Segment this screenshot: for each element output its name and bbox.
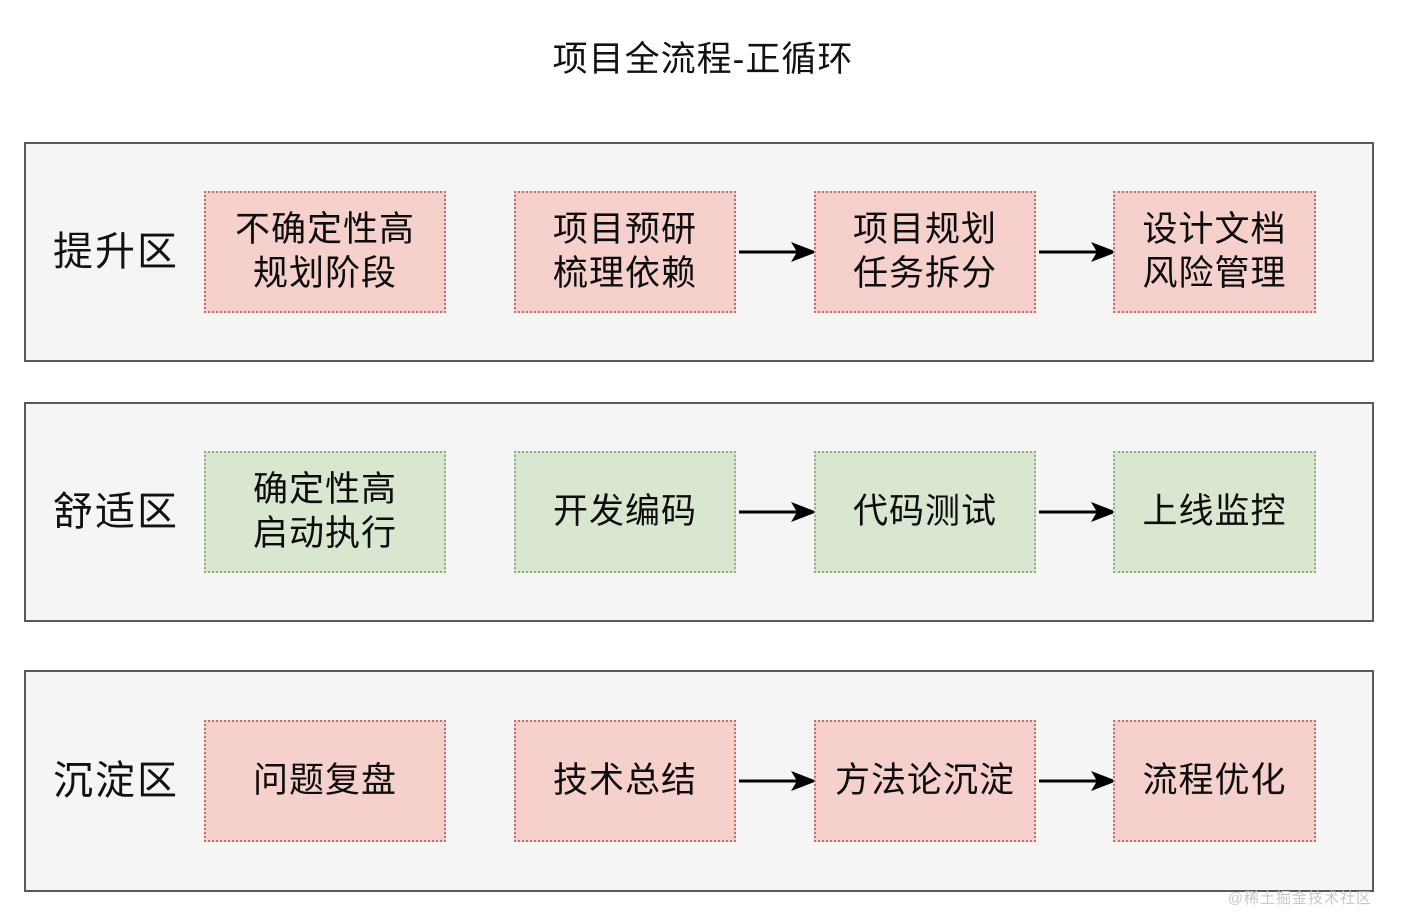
node-label: 问题复盘: [252, 761, 397, 800]
zone-row-shushiqu: 舒适区 确定性高 启动执行 开发编码 代码测试 上线监控: [24, 402, 1374, 622]
node-box[interactable]: 开发编码: [514, 451, 736, 573]
node-label: 设计文档 风险管理: [1142, 210, 1287, 293]
node-label: 方法论沉淀: [834, 761, 1015, 800]
node-box[interactable]: 不确定性高 规划阶段: [204, 191, 446, 313]
node-label: 开发编码: [552, 492, 697, 531]
node-label: 流程优化: [1142, 761, 1287, 800]
watermark: @稀土掘金技术社区: [1227, 890, 1372, 907]
arrow-right-icon: [1039, 240, 1117, 264]
node-label: 项目预研 梳理依赖: [552, 210, 697, 293]
node-label: 项目规划 任务拆分: [852, 210, 997, 293]
arrow-right-icon: [739, 769, 817, 793]
node-box[interactable]: 方法论沉淀: [814, 720, 1036, 842]
zone-row-chendianqu: 沉淀区 问题复盘 技术总结 方法论沉淀 流程优化: [24, 670, 1374, 892]
zone-row-tishengqu: 提升区 不确定性高 规划阶段 项目预研 梳理依赖 项目规划 任务拆分 设计文档 …: [24, 142, 1374, 362]
arrow-right-icon: [739, 500, 817, 524]
page-title: 项目全流程-正循环: [552, 40, 854, 79]
node-box[interactable]: 问题复盘: [204, 720, 446, 842]
zone-label: 提升区: [53, 230, 179, 274]
node-box[interactable]: 确定性高 启动执行: [204, 451, 446, 573]
arrow-right-icon: [1039, 769, 1117, 793]
node-label: 技术总结: [552, 761, 697, 800]
node-box[interactable]: 技术总结: [514, 720, 736, 842]
zone-label: 沉淀区: [53, 759, 179, 803]
node-label: 不确定性高 规划阶段: [234, 210, 415, 293]
node-box[interactable]: 项目规划 任务拆分: [814, 191, 1036, 313]
node-box[interactable]: 上线监控: [1113, 451, 1316, 573]
zone-label: 舒适区: [53, 490, 179, 534]
node-box[interactable]: 项目预研 梳理依赖: [514, 191, 736, 313]
node-label: 代码测试: [852, 492, 997, 531]
node-box[interactable]: 设计文档 风险管理: [1113, 191, 1316, 313]
node-label: 确定性高 启动执行: [252, 470, 397, 553]
node-box[interactable]: 代码测试: [814, 451, 1036, 573]
node-label: 上线监控: [1142, 492, 1287, 531]
arrow-right-icon: [739, 240, 817, 264]
node-box[interactable]: 流程优化: [1113, 720, 1316, 842]
arrow-right-icon: [1039, 500, 1117, 524]
